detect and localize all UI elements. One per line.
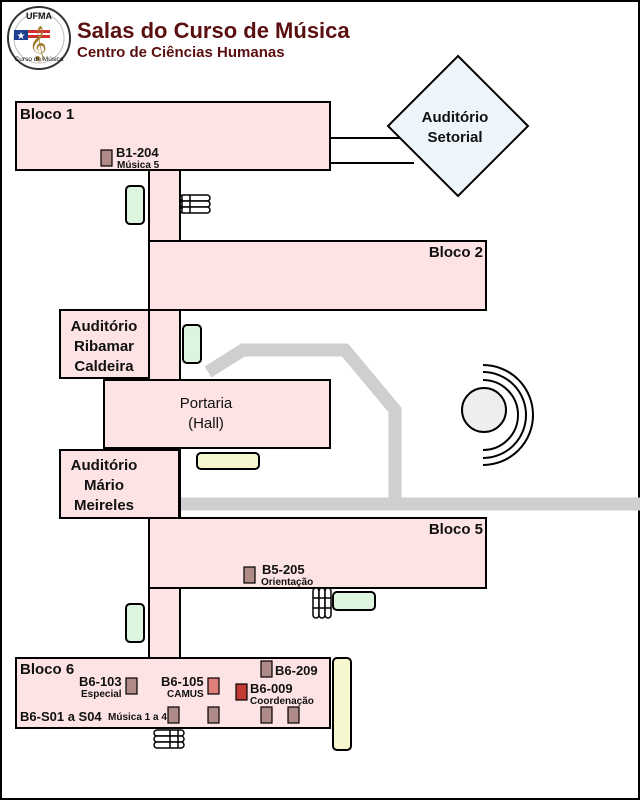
bloco-1-label: Bloco 1 bbox=[20, 106, 74, 123]
bloco-5-label: Bloco 5 bbox=[429, 521, 483, 538]
auditorio-mario-label: Meireles bbox=[74, 497, 134, 514]
auditorio-mario-label: Auditório bbox=[71, 457, 138, 474]
doors bbox=[100, 149, 300, 724]
room-b6-103-desc: Especial bbox=[81, 689, 122, 700]
star-flag-icon: ★ bbox=[14, 30, 50, 42]
restroom-green bbox=[332, 591, 376, 611]
auditorio-ribamar-label: Auditório bbox=[71, 318, 138, 335]
monument-icon bbox=[461, 364, 534, 466]
svg-text:★: ★ bbox=[17, 31, 26, 42]
restroom-yellow bbox=[196, 452, 260, 470]
room-b6-105-desc: CAMUS bbox=[167, 689, 204, 700]
auditorio-setorial-label: Setorial bbox=[427, 129, 482, 146]
treble-clef-icon: 𝄞 bbox=[29, 26, 47, 62]
page-subtitle: Centro de Ciências Humanas bbox=[77, 44, 285, 61]
door-b6-s04[interactable] bbox=[287, 706, 300, 724]
auditorio-setorial[interactable] bbox=[386, 54, 530, 198]
logo-top-text: UFMA bbox=[26, 11, 52, 21]
restroom-green bbox=[125, 603, 145, 643]
room-b6-105-code: B6-105 bbox=[161, 674, 204, 689]
auditorio-ribamar-caldeira[interactable] bbox=[59, 309, 150, 379]
corridor-b1-b2 bbox=[148, 169, 181, 243]
stairs-icon bbox=[179, 194, 211, 214]
stairs-icon bbox=[312, 587, 332, 619]
room-b6-209-code: B6-209 bbox=[275, 663, 318, 678]
restrooms bbox=[125, 185, 376, 751]
door-b6-s01[interactable] bbox=[167, 706, 180, 724]
roads bbox=[180, 343, 640, 511]
portaria-hall[interactable] bbox=[103, 379, 331, 449]
corridor-b5-b6 bbox=[148, 586, 181, 660]
room-b6-s01-desc: Música 1 a 4 bbox=[108, 712, 167, 723]
bloco-6-label: Bloco 6 bbox=[20, 661, 74, 678]
bloco-2-label: Bloco 2 bbox=[429, 244, 483, 261]
room-b6-009-desc: Coordenação bbox=[250, 696, 314, 707]
connector-setorial bbox=[330, 137, 414, 164]
door-b6-009[interactable] bbox=[235, 683, 248, 701]
restroom-green bbox=[182, 324, 202, 364]
bloco-5[interactable] bbox=[148, 517, 487, 589]
room-b6-009-code: B6-009 bbox=[250, 681, 293, 696]
room-b6-s01-code: B6-S01 a S04 bbox=[20, 709, 102, 724]
stairs-icon bbox=[153, 729, 185, 749]
door-b6-103[interactable] bbox=[125, 677, 138, 695]
auditorio-ribamar-label: Ribamar bbox=[74, 338, 134, 355]
ufma-logo: UFMA ★ 𝄞 Curso de Música bbox=[7, 6, 71, 70]
door-b1-204[interactable] bbox=[100, 149, 113, 167]
restroom-green bbox=[125, 185, 145, 225]
door-b6-209[interactable] bbox=[260, 660, 273, 678]
logo-bottom-text: Curso de Música bbox=[15, 56, 64, 63]
door-b5-205[interactable] bbox=[243, 566, 256, 584]
bloco-2[interactable] bbox=[148, 240, 487, 311]
bloco-1[interactable] bbox=[15, 101, 331, 171]
auditorio-ribamar-label: Caldeira bbox=[74, 358, 134, 375]
room-b5-205-desc: Orientação bbox=[261, 577, 313, 588]
portaria-label: Portaria bbox=[180, 395, 233, 412]
page-title: Salas do Curso de Música bbox=[77, 18, 350, 43]
road-curved bbox=[204, 343, 402, 510]
room-b1-204-code: B1-204 bbox=[116, 145, 159, 160]
restroom-yellow bbox=[332, 657, 352, 751]
auditorio-setorial-label: Auditório bbox=[422, 109, 489, 126]
room-b6-103-code: B6-103 bbox=[79, 674, 122, 689]
portaria-label: (Hall) bbox=[188, 415, 224, 432]
room-b5-205-code: B5-205 bbox=[262, 562, 305, 577]
door-b6-s02[interactable] bbox=[207, 706, 220, 724]
door-b6-s03[interactable] bbox=[260, 706, 273, 724]
door-b6-105[interactable] bbox=[207, 677, 220, 695]
stairs bbox=[153, 194, 332, 749]
auditorio-mario-meireles[interactable] bbox=[59, 449, 180, 519]
room-b1-204-desc: Música 5 bbox=[117, 160, 160, 171]
auditorio-mario-label: Mário bbox=[84, 477, 124, 494]
